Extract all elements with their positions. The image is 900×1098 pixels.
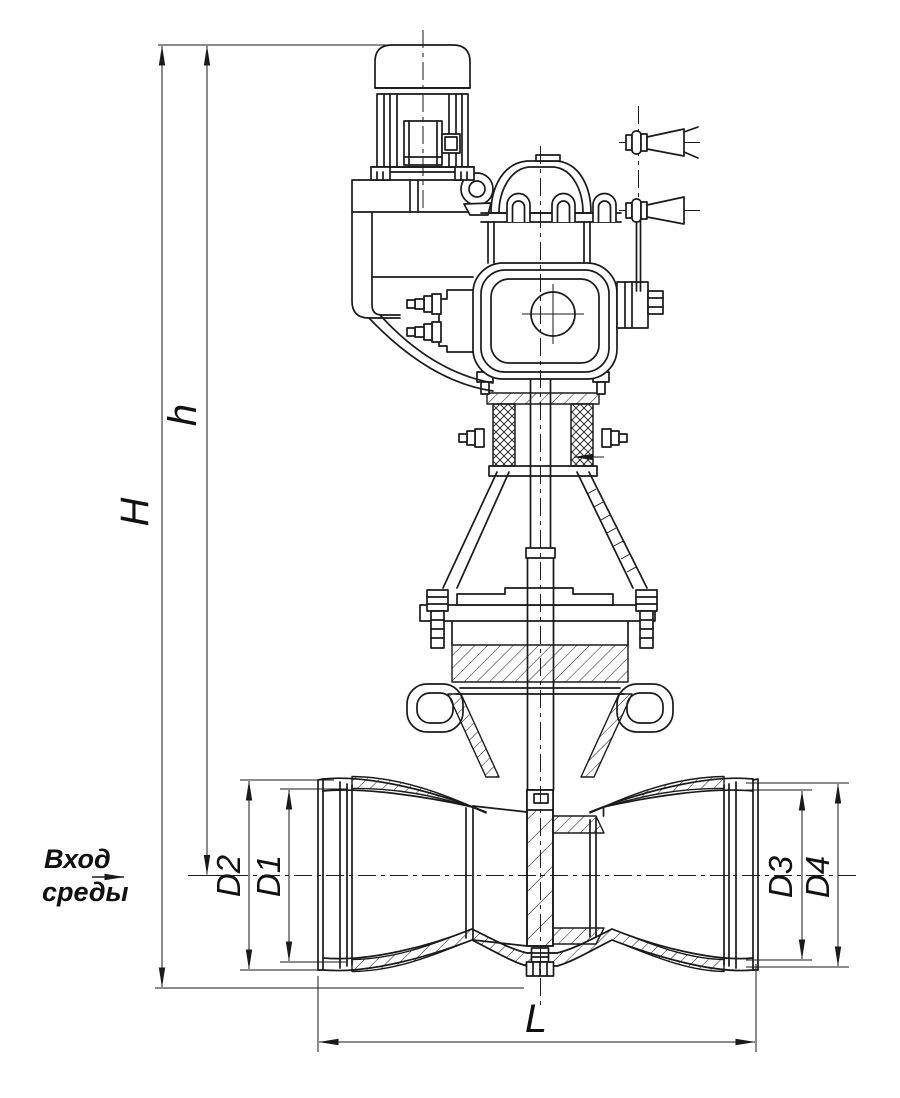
dim-label-h: h — [161, 404, 205, 426]
dim-label-D4: D4 — [799, 856, 836, 898]
gland-bolt-left — [458, 428, 485, 448]
bonnet-stud-right — [635, 589, 658, 649]
eye-bolt — [460, 172, 494, 216]
position-indicator-scale — [586, 488, 637, 573]
yoke — [442, 471, 648, 589]
housing-bolt-lower — [406, 321, 442, 343]
dome-ribs — [506, 192, 617, 223]
lever-upper — [625, 126, 699, 159]
bonnet-stud-left — [426, 589, 449, 649]
manual-drive-block — [616, 219, 664, 329]
lever-lower — [625, 196, 685, 225]
dim-label-D3: D3 — [762, 855, 799, 898]
stem-and-gland — [458, 367, 628, 791]
housing-bolt-upper — [406, 293, 442, 315]
dimension-annotations: H h D2 D1 D3 D4 L — [113, 44, 849, 1052]
dim-label-H: H — [113, 497, 157, 526]
inlet-label-line1: Вход — [44, 844, 111, 874]
actuator-gearbox — [351, 154, 664, 392]
inlet-label-line2: среды — [42, 877, 129, 907]
gland-bolt-right — [601, 428, 628, 448]
centerlines — [230, 30, 858, 1008]
medium-inlet-annotation: Вход среды — [42, 844, 129, 907]
override-levers — [619, 106, 700, 225]
valve-body — [317, 775, 759, 977]
dim-label-L: L — [525, 997, 547, 1041]
